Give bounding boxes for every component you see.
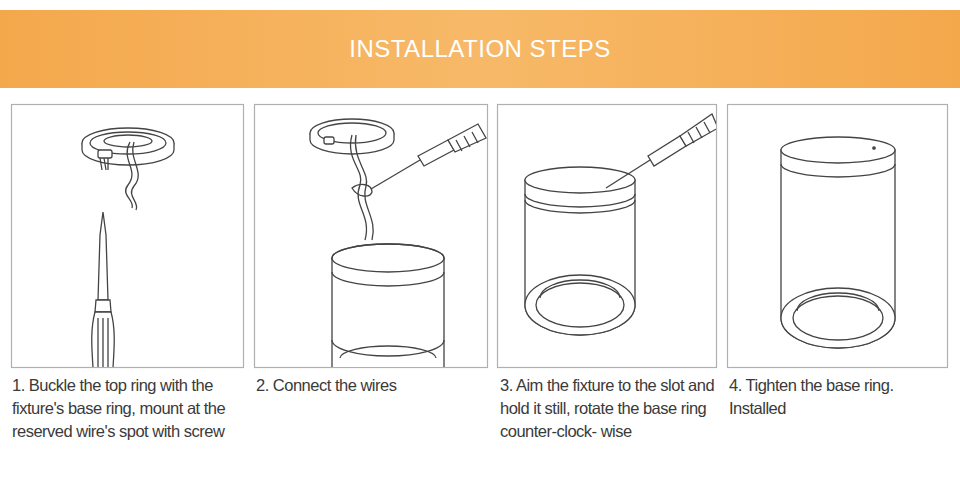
step-caption: 1. Buckle the top ring with the fixture'… xyxy=(12,374,244,443)
step-caption: 2. Connect the wires xyxy=(256,374,488,397)
step-caption: 4. Tighten the base ring. Installed xyxy=(729,374,951,420)
step-caption: 3. Aim the fixture to the slot and hold … xyxy=(500,374,718,443)
header-title: INSTALLATION STEPS xyxy=(0,10,960,88)
